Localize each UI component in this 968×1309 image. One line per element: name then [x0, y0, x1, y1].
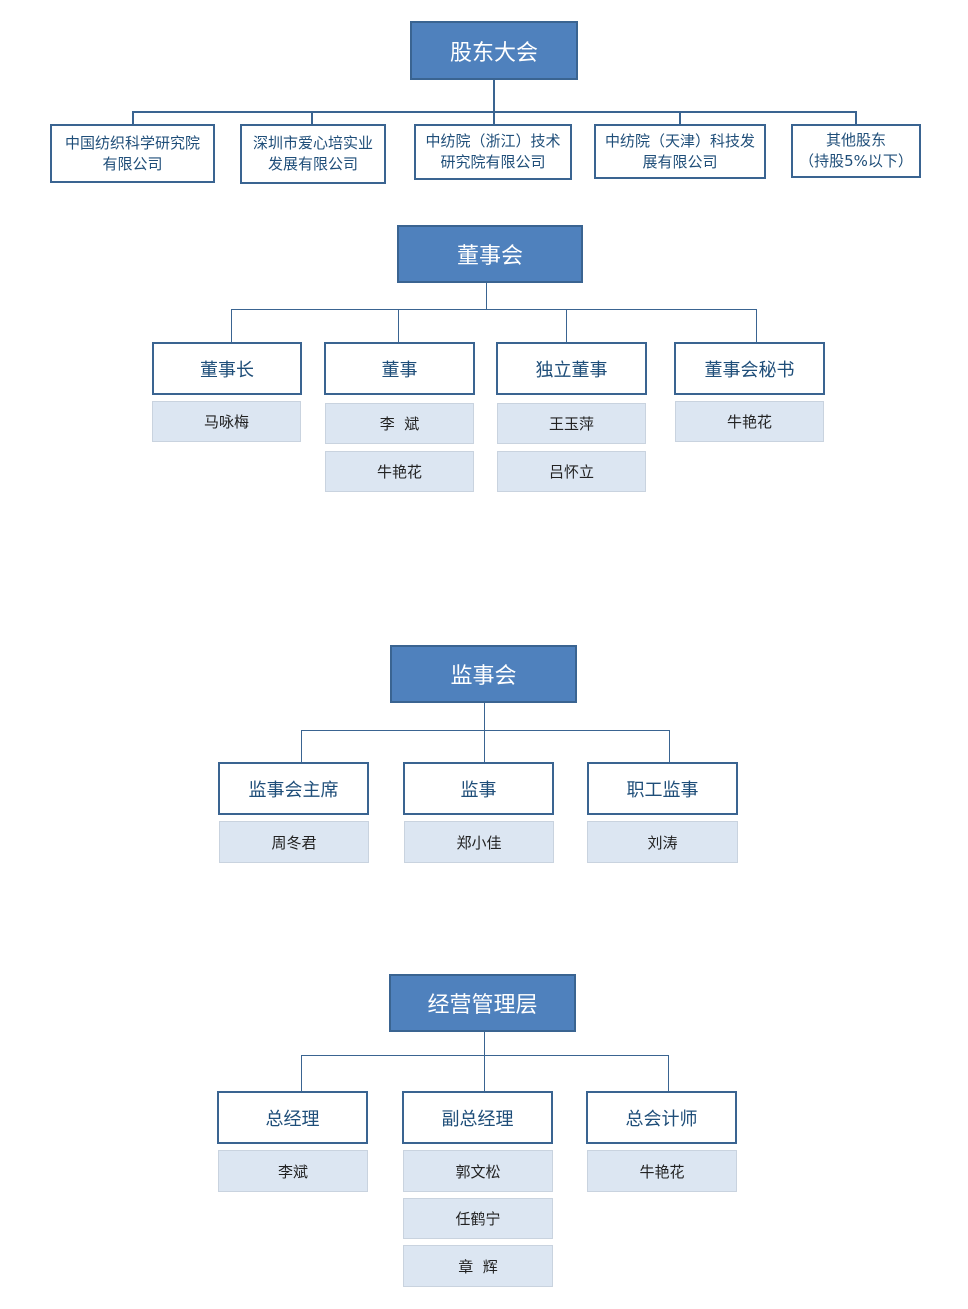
role-label: 董事会秘书: [704, 359, 795, 381]
shareholder-name-line2: 展有限公司: [642, 152, 718, 171]
connector-line: [679, 111, 681, 125]
person-box: 牛艳花: [675, 401, 824, 442]
person-box: 任鹤宁: [403, 1198, 553, 1239]
person-name: 李 斌: [379, 415, 420, 433]
connector-line: [484, 703, 485, 731]
shareholder-name-line2: 有限公司: [102, 154, 163, 173]
connector-line: [669, 730, 670, 763]
connector-line: [484, 1055, 485, 1092]
role-label: 职工监事: [626, 779, 699, 801]
shareholders-title-box: 股东大会: [410, 21, 578, 80]
role-box: 监事会主席: [218, 762, 369, 815]
person-name: 牛艳花: [639, 1162, 685, 1181]
person-box: 章 辉: [403, 1245, 553, 1287]
connector-line: [301, 730, 670, 731]
role-label: 总会计师: [625, 1108, 698, 1130]
connector-line: [231, 309, 757, 310]
person-name: 周冬君: [271, 833, 317, 852]
shareholder-name-line1: 其他股东: [825, 131, 886, 149]
role-box: 董事: [324, 342, 475, 395]
connector-line: [668, 1055, 669, 1092]
person-box: 王玉萍: [497, 403, 646, 444]
management-title-box: 经营管理层: [389, 974, 576, 1032]
person-box: 牛艳花: [325, 451, 474, 492]
connector-line: [855, 111, 857, 125]
role-box: 副总经理: [402, 1091, 553, 1144]
shareholder-box: 中纺院（浙江）技术研究院有限公司: [414, 124, 572, 180]
shareholder-box: 深圳市爱心培实业发展有限公司: [240, 124, 386, 184]
shareholder-name-line1: 中国纺织科学研究院: [64, 133, 200, 152]
person-box: 李 斌: [325, 403, 474, 444]
person-box: 周冬君: [219, 821, 369, 863]
shareholder-box: 其他股东 （持股5%以下）: [791, 124, 921, 178]
person-name: 马咏梅: [203, 413, 249, 431]
connector-line: [301, 1055, 302, 1092]
shareholder-name-line2: （持股5%以下）: [799, 152, 913, 170]
connector-line: [311, 111, 313, 125]
person-box: 李斌: [218, 1150, 368, 1192]
connector-line: [301, 1055, 669, 1056]
shareholder-box: 中国纺织科学研究院有限公司: [50, 124, 215, 183]
person-box: 马咏梅: [152, 401, 301, 442]
role-box: 总经理: [217, 1091, 368, 1144]
person-name: 任鹤宁: [455, 1210, 501, 1228]
shareholders-title: 股东大会: [449, 40, 538, 66]
connector-line: [756, 309, 757, 343]
person-box: 刘涛: [587, 821, 738, 863]
role-label: 监事会主席: [248, 779, 339, 801]
role-box: 董事长: [152, 342, 302, 395]
management-title: 经营管理层: [427, 993, 538, 1018]
person-box: 郑小佳: [404, 821, 554, 863]
connector-line: [484, 730, 485, 763]
role-label: 董事: [381, 359, 418, 381]
shareholder-name-line1: 中纺院（天津）科技发: [604, 131, 755, 150]
connector-line: [493, 80, 495, 112]
shareholder-name-line2: 研究院有限公司: [440, 153, 546, 171]
person-name: 章 辉: [458, 1257, 498, 1276]
connector-line: [301, 730, 302, 763]
connector-line: [231, 309, 232, 343]
shareholder-name-line1: 中纺院（浙江）技术: [425, 132, 561, 150]
role-box: 职工监事: [587, 762, 738, 815]
role-label: 董事长: [200, 359, 254, 381]
role-label: 副总经理: [441, 1108, 514, 1130]
connector-line: [398, 309, 399, 343]
role-box: 独立董事: [496, 342, 647, 395]
role-box: 董事会秘书: [674, 342, 825, 395]
connector-line: [493, 111, 495, 125]
shareholder-name-line2: 发展有限公司: [267, 155, 358, 173]
supervisors-title-box: 监事会: [390, 645, 577, 703]
role-box: 监事: [403, 762, 554, 815]
role-label: 监事: [460, 779, 497, 801]
person-box: 郭文松: [403, 1150, 553, 1192]
shareholder-box: 中纺院（天津）科技发展有限公司: [594, 124, 766, 179]
connector-line: [566, 309, 567, 343]
person-box: 牛艳花: [587, 1150, 737, 1192]
shareholder-name-line1: 深圳市爱心培实业: [252, 134, 373, 152]
connector-line: [484, 1032, 485, 1056]
role-label: 独立董事: [535, 359, 608, 381]
person-name: 刘涛: [647, 833, 678, 852]
person-name: 郑小佳: [456, 833, 502, 852]
person-name: 李斌: [277, 1162, 308, 1181]
person-name: 牛艳花: [376, 463, 422, 481]
person-name: 郭文松: [455, 1162, 501, 1181]
board-title: 董事会: [456, 244, 523, 269]
role-label: 总经理: [265, 1108, 320, 1130]
person-name: 吕怀立: [548, 463, 594, 481]
person-name: 王玉萍: [548, 415, 594, 433]
person-name: 牛艳花: [726, 413, 772, 431]
person-box: 吕怀立: [497, 451, 646, 492]
supervisors-title: 监事会: [450, 664, 517, 689]
connector-line: [132, 111, 134, 125]
board-title-box: 董事会: [397, 225, 583, 283]
connector-line: [486, 283, 487, 310]
role-box: 总会计师: [586, 1091, 737, 1144]
